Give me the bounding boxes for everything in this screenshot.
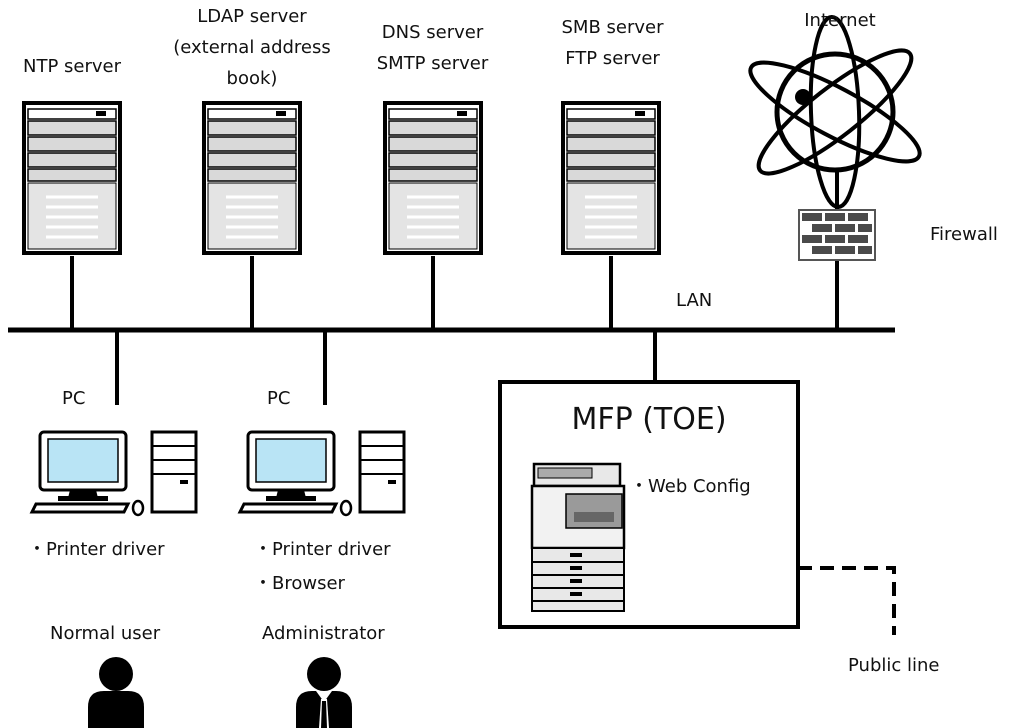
ldap-server-label-line: book) xyxy=(226,68,278,89)
normal-user-icon xyxy=(88,657,144,728)
smb-server-label: SMB server FTP server xyxy=(540,15,685,72)
mfp-feature-item: ・Web Config xyxy=(630,476,751,497)
internet-globe-icon xyxy=(748,15,922,209)
firewall-icon xyxy=(798,209,876,261)
internet-label: Internet xyxy=(804,10,876,31)
ldap-server-label-line: LDAP server xyxy=(197,6,307,27)
dns-server-label-line: DNS server xyxy=(381,22,484,43)
pc1-software-item: ・Printer driver xyxy=(28,539,165,560)
public-line xyxy=(798,566,896,635)
smb-server-icon xyxy=(561,101,661,255)
lan-label: LAN xyxy=(676,290,713,311)
administrator-label: Administrator xyxy=(262,623,385,644)
smb-server-label-line: SMB server xyxy=(561,17,664,38)
mfp-title: MFP (TOE) xyxy=(571,402,727,437)
mfp-printer-icon xyxy=(530,462,626,612)
ntp-server-icon xyxy=(22,101,122,255)
pc2-computer-icon xyxy=(238,430,406,517)
ldap-server-label-line: (external address xyxy=(173,37,331,58)
ldap-server-icon xyxy=(202,101,302,255)
pc1-computer-icon xyxy=(30,430,198,517)
dns-server-label-line: SMTP server xyxy=(376,53,489,74)
ldap-server-label: LDAP server (external address book) xyxy=(167,4,337,92)
firewall-label: Firewall xyxy=(930,224,998,245)
smb-server-label-line: FTP server xyxy=(565,48,660,69)
dns-server-icon xyxy=(383,101,483,255)
pc2-software-item: ・Printer driver xyxy=(254,539,391,560)
public-line-label: Public line xyxy=(848,655,940,676)
pc2-software-item: ・Browser xyxy=(254,573,345,594)
normal-user-label: Normal user xyxy=(50,623,161,644)
ntp-server-label: NTP server xyxy=(2,54,142,80)
pc2-label: PC xyxy=(267,388,291,409)
pc1-label: PC xyxy=(62,388,86,409)
ntp-server-label-line: NTP server xyxy=(22,56,121,77)
dns-server-label: DNS server SMTP server xyxy=(360,20,505,77)
administrator-icon xyxy=(296,657,352,728)
